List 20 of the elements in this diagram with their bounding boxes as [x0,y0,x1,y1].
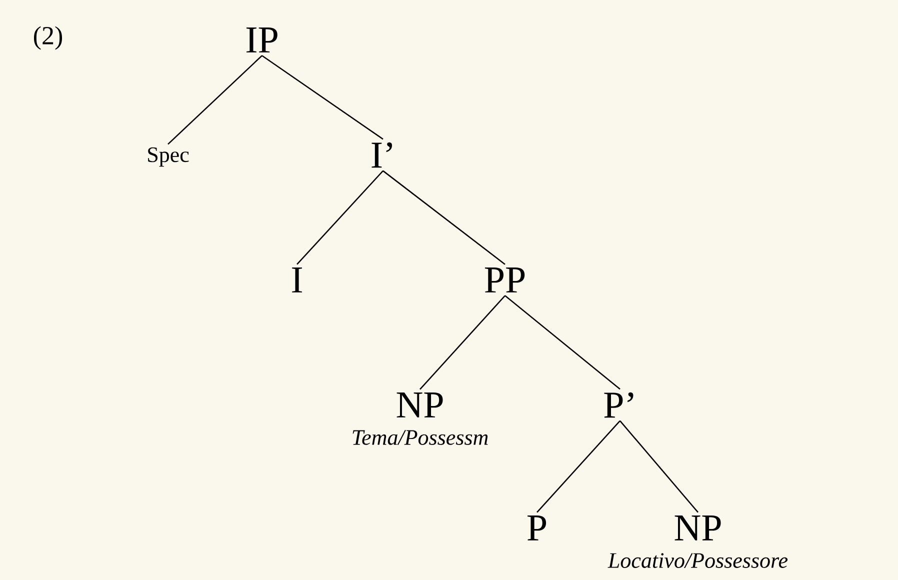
tree-branch [420,295,506,390]
tree-branch [536,420,620,513]
tree-branch [168,55,262,145]
tree-branch [504,295,620,390]
tree-branch [262,55,384,140]
tree-branch [620,420,698,513]
tree-node-label: NP [674,516,721,540]
tree-node-label: Spec [148,147,189,167]
example-number: (2) [34,26,62,50]
role-caption: Tema/Possessm [352,430,488,445]
tree-branch [296,170,384,265]
tree-node-label: I [292,268,302,292]
role-caption: Locativo/Possessore [608,553,788,568]
tree-node-label: IP [246,28,278,52]
tree-node-label: P [528,516,546,540]
tree-node-label: P’ [604,392,634,418]
tree-branch [382,170,506,265]
tree-node-label: NP [396,392,443,418]
tree-node-label: PP [484,268,525,292]
tree-node-label: I’ [372,142,392,168]
